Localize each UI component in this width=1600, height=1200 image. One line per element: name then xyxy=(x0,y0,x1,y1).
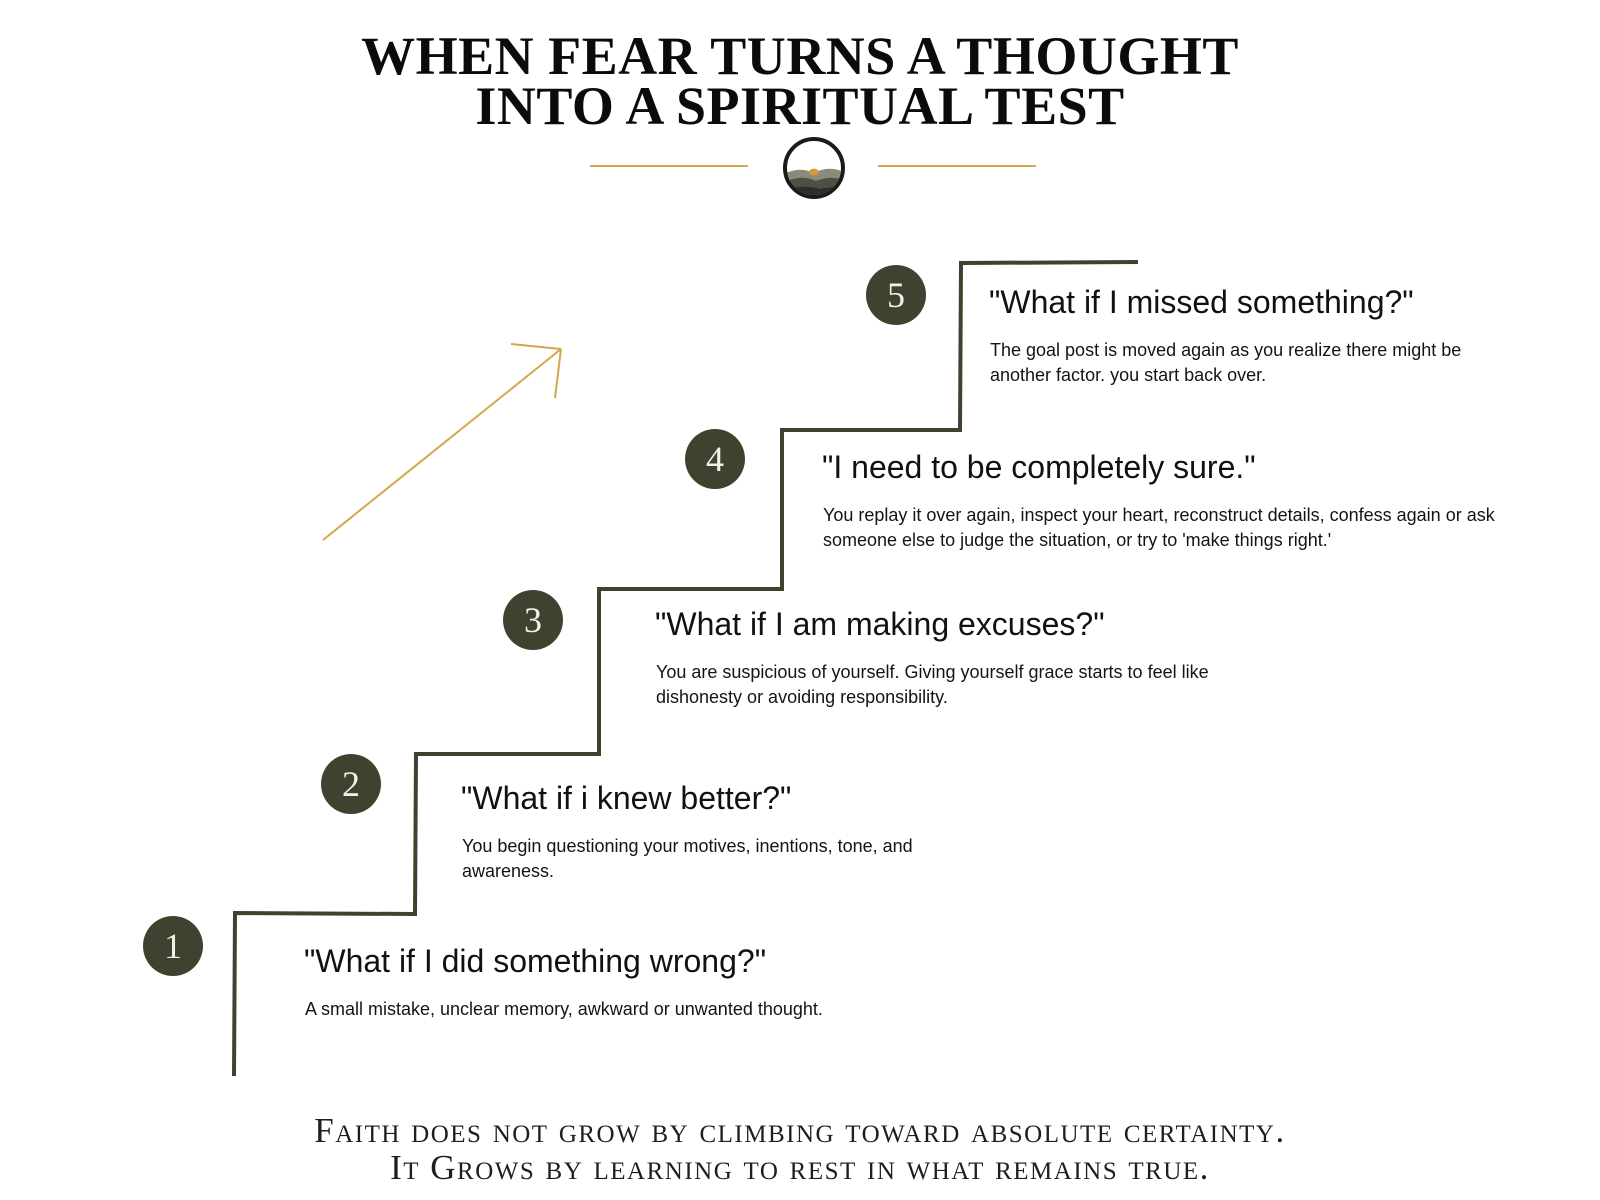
title-divider-left xyxy=(590,165,748,167)
page-title-line-2: INTO A SPIRITUAL TEST xyxy=(475,76,1125,136)
step-1-description: A small mistake, unclear memory, awkward… xyxy=(305,999,823,1019)
step-1-heading: "What if I did something wrong?" xyxy=(304,943,767,979)
step-4-heading: "I need to be completely sure." xyxy=(822,449,1256,485)
step-4-description: You replay it over again, inspect your h… xyxy=(823,505,1495,550)
step-number-2: 2 xyxy=(321,754,381,814)
step-5-heading: "What if I missed something?" xyxy=(989,284,1414,320)
footer-line-2: It Grows by learning to rest in what rem… xyxy=(390,1148,1210,1187)
footer-line-1: Faith does not grow by climbing toward a… xyxy=(314,1111,1286,1150)
title-divider-right xyxy=(878,165,1036,167)
staircase-line xyxy=(232,260,1139,1077)
step-number-3: 3 xyxy=(503,590,563,650)
step-2-heading: "What if i knew better?" xyxy=(461,780,792,816)
step-2-description: You begin questioning your motives, inen… xyxy=(462,836,913,881)
step-3-description: You are suspicious of yourself. Giving y… xyxy=(656,662,1209,707)
page-title-line-1: WHEN FEAR TURNS A THOUGHT xyxy=(361,26,1239,86)
sunrise-emblem-icon xyxy=(783,137,845,199)
step-number-4: 4 xyxy=(685,429,745,489)
step-3-heading: "What if I am making excuses?" xyxy=(655,606,1105,642)
step-number-5: 5 xyxy=(866,265,926,325)
up-right-arrow-icon xyxy=(322,343,562,541)
step-5-description: The goal post is moved again as you real… xyxy=(990,340,1462,385)
step-number-1: 1 xyxy=(143,916,203,976)
